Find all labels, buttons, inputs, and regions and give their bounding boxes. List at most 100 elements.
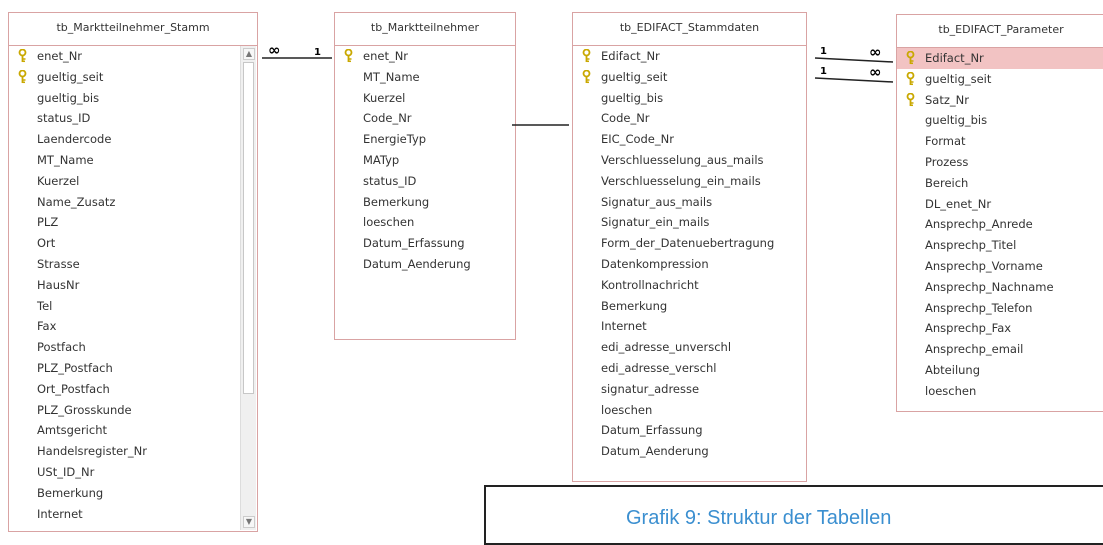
- field-name: MT_Name: [363, 69, 420, 84]
- field-row[interactable]: gueltig_bis: [897, 110, 1103, 131]
- field-row[interactable]: Ansprechp_Titel: [897, 235, 1103, 256]
- field-row[interactable]: gueltig_seit: [9, 67, 240, 88]
- field-row[interactable]: Verschluesselung_ein_mails: [573, 171, 806, 192]
- scrollbar[interactable]: ▲ ▼: [240, 46, 256, 530]
- field-row[interactable]: status_ID: [335, 171, 515, 192]
- field-row[interactable]: Internet: [9, 504, 240, 525]
- field-row[interactable]: Bemerkung: [335, 192, 515, 213]
- field-row[interactable]: gueltig_seit: [573, 67, 806, 88]
- field-row[interactable]: Strasse: [9, 254, 240, 275]
- field-row[interactable]: Handelsregister_Nr: [9, 441, 240, 462]
- field-row[interactable]: HausNr: [9, 275, 240, 296]
- field-row[interactable]: Satz_Nr: [897, 90, 1103, 111]
- field-row[interactable]: PLZ_Postfach: [9, 358, 240, 379]
- field-row[interactable]: Internet: [573, 316, 806, 337]
- field-row[interactable]: Tel: [9, 296, 240, 317]
- field-row[interactable]: Name_Zusatz: [9, 192, 240, 213]
- field-row[interactable]: Ansprechp_Fax: [897, 318, 1103, 339]
- caption-box: Grafik 9: Struktur der Tabellen: [484, 485, 1103, 545]
- field-row[interactable]: loeschen: [335, 212, 515, 233]
- field-row[interactable]: edi_adresse_verschl: [573, 358, 806, 379]
- field-row[interactable]: enet_Nr: [9, 46, 240, 67]
- field-row[interactable]: EnergieTyp: [335, 129, 515, 150]
- field-name: EnergieTyp: [363, 132, 427, 147]
- field-row[interactable]: gueltig_bis: [9, 88, 240, 109]
- field-row[interactable]: loeschen: [897, 381, 1103, 402]
- key-icon: [18, 48, 27, 63]
- field-name: Datum_Erfassung: [601, 423, 703, 438]
- field-row[interactable]: Ansprechp_Nachname: [897, 277, 1103, 298]
- field-row[interactable]: enet_Nr: [335, 46, 515, 67]
- field-row[interactable]: gueltig_bis: [573, 88, 806, 109]
- field-row[interactable]: Form_der_Datenuebertragung: [573, 233, 806, 254]
- field-row[interactable]: MATyp: [335, 150, 515, 171]
- field-row[interactable]: Prozess: [897, 152, 1103, 173]
- field-row[interactable]: loeschen: [573, 400, 806, 421]
- field-row[interactable]: Datenkompression: [573, 254, 806, 275]
- field-row[interactable]: Postfach: [9, 337, 240, 358]
- field-row[interactable]: Datum_Erfassung: [573, 420, 806, 441]
- field-row[interactable]: Signatur_aus_mails: [573, 192, 806, 213]
- field-row[interactable]: Bemerkung: [573, 296, 806, 317]
- field-row[interactable]: Ansprechp_Telefon: [897, 298, 1103, 319]
- field-row[interactable]: EIC_Code_Nr: [573, 129, 806, 150]
- field-row[interactable]: Laendercode: [9, 129, 240, 150]
- field-row[interactable]: Signatur_ein_mails: [573, 212, 806, 233]
- field-row[interactable]: Edifact_Nr: [897, 48, 1103, 69]
- field-row[interactable]: Kuerzel: [9, 171, 240, 192]
- field-row[interactable]: Datum_Erfassung: [335, 233, 515, 254]
- field-name: Kuerzel: [37, 173, 80, 188]
- field-row[interactable]: Code_Nr: [573, 108, 806, 129]
- field-row[interactable]: Kontrollnachricht: [573, 275, 806, 296]
- field-name: Signatur_ein_mails: [601, 215, 710, 230]
- field-row[interactable]: Fax: [9, 316, 240, 337]
- field-row[interactable]: gueltig_seit: [897, 69, 1103, 90]
- field-row[interactable]: MT_Name: [9, 150, 240, 171]
- field-row[interactable]: Amtsgericht: [9, 420, 240, 441]
- field-name: PLZ_Postfach: [37, 360, 113, 375]
- field-row[interactable]: Code_Nr: [335, 108, 515, 129]
- field-row[interactable]: Ansprechp_Vorname: [897, 256, 1103, 277]
- field-row[interactable]: Verschluesselung_aus_mails: [573, 150, 806, 171]
- field-row[interactable]: DL_enet_Nr: [897, 194, 1103, 215]
- scroll-thumb[interactable]: [243, 62, 254, 394]
- field-name: Datum_Aenderung: [363, 256, 471, 271]
- field-row[interactable]: MT_Name: [335, 67, 515, 88]
- field-name: gueltig_seit: [925, 71, 992, 86]
- field-row[interactable]: Edifact_Nr: [573, 46, 806, 67]
- field-row[interactable]: Bemerkung: [9, 483, 240, 504]
- field-row[interactable]: Ort_Postfach: [9, 379, 240, 400]
- table-title: tb_Marktteilnehmer_Stamm: [9, 13, 257, 46]
- field-row[interactable]: PLZ: [9, 212, 240, 233]
- field-row[interactable]: signatur_adresse: [573, 379, 806, 400]
- field-row[interactable]: status_ID: [9, 108, 240, 129]
- field-name: Handelsregister_Nr: [37, 444, 147, 459]
- field-name: Datum_Aenderung: [601, 444, 709, 459]
- field-name: DL_enet_Nr: [925, 196, 992, 211]
- field-row[interactable]: Ort: [9, 233, 240, 254]
- field-row[interactable]: Ansprechp_Anrede: [897, 214, 1103, 235]
- field-row[interactable]: Format: [897, 131, 1103, 152]
- field-row[interactable]: USt_ID_Nr: [9, 462, 240, 483]
- field-name: Ansprechp_Anrede: [925, 217, 1033, 232]
- field-row[interactable]: Datum_Aenderung: [335, 254, 515, 275]
- field-name: Kontrollnachricht: [601, 277, 699, 292]
- field-row[interactable]: Kuerzel: [335, 88, 515, 109]
- field-row[interactable]: edi_adresse_unverschl: [573, 337, 806, 358]
- field-row[interactable]: Abteilung: [897, 360, 1103, 381]
- field-name: Signatur_aus_mails: [601, 194, 713, 209]
- scroll-up-icon[interactable]: ▲: [243, 48, 255, 60]
- field-row[interactable]: Ansprechp_email: [897, 339, 1103, 360]
- field-name: gueltig_seit: [601, 69, 668, 84]
- field-row[interactable]: PLZ_Grosskunde: [9, 400, 240, 421]
- field-row[interactable]: Bereich: [897, 173, 1103, 194]
- field-name: Datenkompression: [601, 256, 709, 271]
- field-row[interactable]: Datum_Aenderung: [573, 441, 806, 462]
- field-name: Ansprechp_Titel: [925, 238, 1017, 253]
